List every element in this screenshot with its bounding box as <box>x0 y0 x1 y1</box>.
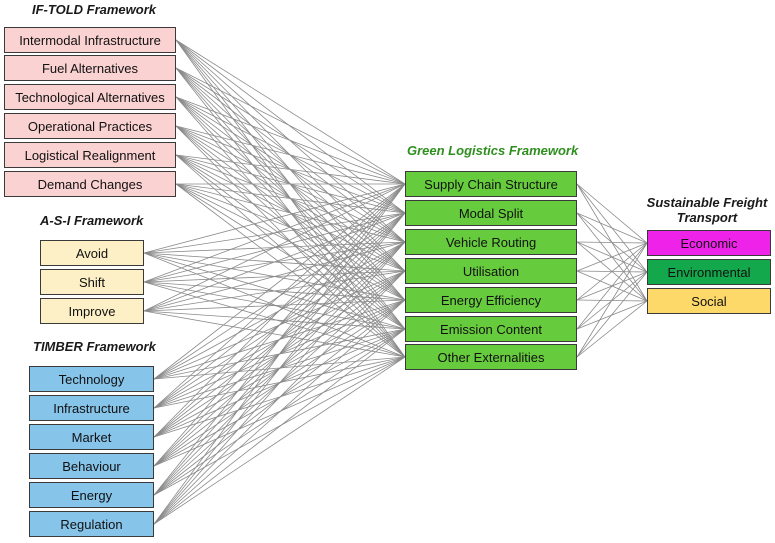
framework-to-green-connector-3-0 <box>175 125 406 185</box>
timber-item-energy: Energy <box>29 482 154 508</box>
framework-to-green-connector-5-2 <box>175 183 406 243</box>
asi-heading: A-S-I Framework <box>40 213 144 228</box>
green-to-sustainable-connector-5-0 <box>576 242 648 330</box>
green-to-sustainable-connector-1-0 <box>576 212 648 244</box>
green-to-sustainable-connector-0-0 <box>576 183 648 244</box>
framework-to-green-connector-14-3 <box>153 270 406 525</box>
green-to-sustainable-connector-6-2 <box>576 300 648 358</box>
sustainable-freight-heading: Sustainable Freight Transport <box>646 195 768 225</box>
framework-to-green-connector-8-3 <box>143 270 406 312</box>
framework-to-green-connector-12-0 <box>153 183 406 467</box>
if-told-item-intermodal-infrastructure: Intermodal Infrastructure <box>4 27 176 53</box>
framework-to-green-connector-9-0 <box>153 183 406 380</box>
framework-to-green-connector-8-5 <box>143 310 406 330</box>
green-to-sustainable-connector-2-0 <box>576 241 648 244</box>
framework-to-green-connector-14-0 <box>153 183 406 525</box>
sustainable-freight-item-environmental: Environmental <box>647 259 771 285</box>
framework-to-green-connector-0-1 <box>175 39 406 214</box>
framework-to-green-connector-4-0 <box>175 154 406 185</box>
green-to-sustainable-connector-6-0 <box>576 242 648 358</box>
framework-to-green-connector-14-1 <box>153 212 406 525</box>
asi-item-avoid: Avoid <box>40 240 144 266</box>
if-told-item-demand-changes: Demand Changes <box>4 171 176 197</box>
green-logistics-item-other-externalities: Other Externalities <box>405 344 577 370</box>
timber-item-infrastructure: Infrastructure <box>29 395 154 421</box>
framework-to-green-connector-6-0 <box>143 183 406 254</box>
framework-to-green-connector-8-1 <box>143 212 406 312</box>
framework-to-green-connector-13-0 <box>153 183 406 496</box>
if-told-heading: IF-TOLD Framework <box>32 2 157 17</box>
green-logistics-item-modal-split: Modal Split <box>405 200 577 226</box>
framework-to-green-connector-2-0 <box>175 96 406 185</box>
timber-heading: TIMBER Framework <box>33 339 156 354</box>
framework-to-green-connector-11-0 <box>153 183 406 438</box>
sustainable-freight-item-economic: Economic <box>647 230 771 256</box>
timber-item-technology: Technology <box>29 366 154 392</box>
green-logistics-item-energy-efficiency: Energy Efficiency <box>405 287 577 313</box>
timber-item-regulation: Regulation <box>29 511 154 537</box>
green-to-sustainable-connector-3-0 <box>576 242 648 272</box>
framework-to-green-connector-5-6 <box>175 183 406 358</box>
green-logistics-item-supply-chain-structure: Supply Chain Structure <box>405 171 577 197</box>
green-logistics-item-vehicle-routing: Vehicle Routing <box>405 229 577 255</box>
framework-to-green-connector-8-4 <box>143 299 406 312</box>
framework-to-green-connector-14-5 <box>153 328 406 525</box>
framework-to-green-connector-8-6 <box>143 310 406 358</box>
green-to-sustainable-connector-4-0 <box>576 242 648 301</box>
if-told-item-operational-practices: Operational Practices <box>4 113 176 139</box>
framework-to-green-connector-0-2 <box>175 39 406 243</box>
framework-to-green-connector-14-4 <box>153 299 406 525</box>
framework-to-green-connector-5-5 <box>175 183 406 330</box>
green-logistics-item-emission-content: Emission Content <box>405 316 577 342</box>
green-logistics-heading: Green Logistics Framework <box>407 143 579 158</box>
framework-to-green-connector-14-2 <box>153 241 406 525</box>
framework-to-green-connector-14-6 <box>153 356 406 525</box>
asi-item-shift: Shift <box>40 269 144 295</box>
green-logistics-item-utilisation: Utilisation <box>405 258 577 284</box>
framework-to-green-connector-5-4 <box>175 183 406 301</box>
framework-to-green-connector-7-0 <box>143 183 406 283</box>
framework-to-green-connector-5-3 <box>175 183 406 272</box>
green-to-sustainable-connector-6-1 <box>576 271 648 358</box>
if-told-item-logistical-realignment: Logistical Realignment <box>4 142 176 168</box>
framework-to-green-connector-8-0 <box>143 183 406 312</box>
framework-to-green-connector-1-0 <box>175 67 406 185</box>
asi-item-improve: Improve <box>40 298 144 324</box>
if-told-item-technological-alternatives: Technological Alternatives <box>4 84 176 110</box>
framework-to-green-connector-0-0 <box>175 39 406 185</box>
if-told-item-fuel-alternatives: Fuel Alternatives <box>4 55 176 81</box>
framework-to-green-connector-5-1 <box>175 183 406 214</box>
sustainable-freight-item-social: Social <box>647 288 771 314</box>
timber-item-market: Market <box>29 424 154 450</box>
framework-to-green-connector-8-2 <box>143 241 406 312</box>
timber-item-behaviour: Behaviour <box>29 453 154 479</box>
framework-to-green-connector-10-0 <box>153 183 406 409</box>
